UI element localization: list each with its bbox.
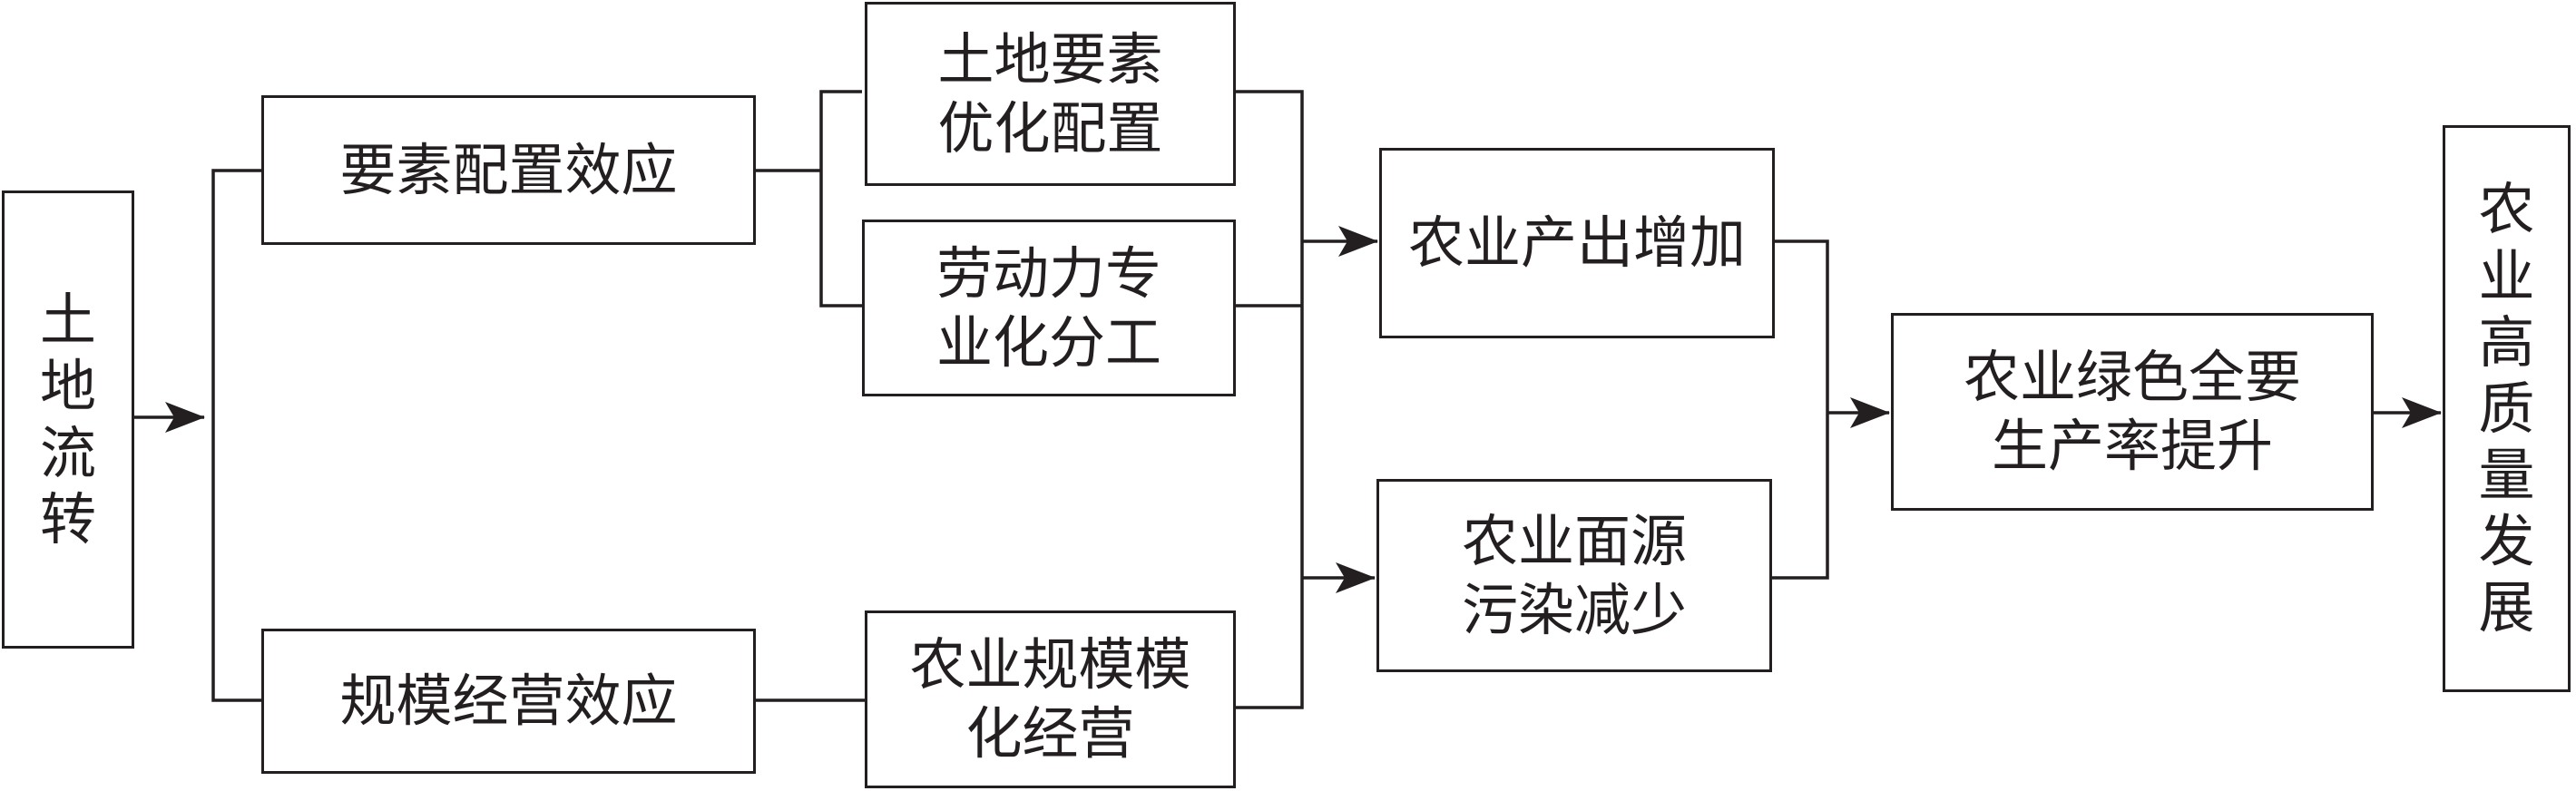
node-factor-allocation-effect: 要素配置效应 bbox=[261, 95, 756, 245]
node-labor-specialization: 劳动力专 业化分工 bbox=[862, 220, 1236, 396]
node-land-transfer: 土地流转 bbox=[2, 190, 134, 649]
node-agri-output-increase: 农业产出增加 bbox=[1379, 148, 1775, 338]
node-high-quality-development-label: 农业高质量发展 bbox=[2478, 176, 2535, 641]
bracket-factor-outcomes bbox=[819, 90, 862, 308]
merge-line-upper-mid bbox=[1236, 90, 1304, 709]
node-labor-specialization-label: 劳动力专 业化分工 bbox=[935, 239, 1161, 376]
node-nonpoint-pollution-reduction-label: 农业面源 污染减少 bbox=[1461, 507, 1687, 643]
node-scale-operation-effect-label: 规模经营效应 bbox=[339, 668, 678, 735]
node-factor-allocation-effect-label: 要素配置效应 bbox=[339, 136, 678, 203]
node-high-quality-development: 农业高质量发展 bbox=[2443, 125, 2571, 692]
node-agri-scale-operation-label: 农业规模模 化经营 bbox=[909, 631, 1191, 767]
bracket-effects bbox=[211, 169, 261, 702]
node-land-factor-optimization-label: 土地要素 优化配置 bbox=[937, 25, 1163, 161]
node-land-factor-optimization: 土地要素 优化配置 bbox=[865, 2, 1236, 186]
node-green-tfp-increase: 农业绿色全要 生产率提升 bbox=[1891, 313, 2374, 511]
node-scale-operation-effect: 规模经营效应 bbox=[261, 629, 756, 774]
merge-line-outcomes bbox=[1772, 239, 1829, 580]
node-agri-output-increase-label: 农业产出增加 bbox=[1407, 210, 1746, 277]
node-nonpoint-pollution-reduction: 农业面源 污染减少 bbox=[1376, 479, 1772, 672]
node-agri-scale-operation: 农业规模模 化经营 bbox=[865, 610, 1236, 788]
node-green-tfp-increase-label: 农业绿色全要 生产率提升 bbox=[1963, 344, 2301, 479]
node-land-transfer-label: 土地流转 bbox=[39, 287, 96, 552]
